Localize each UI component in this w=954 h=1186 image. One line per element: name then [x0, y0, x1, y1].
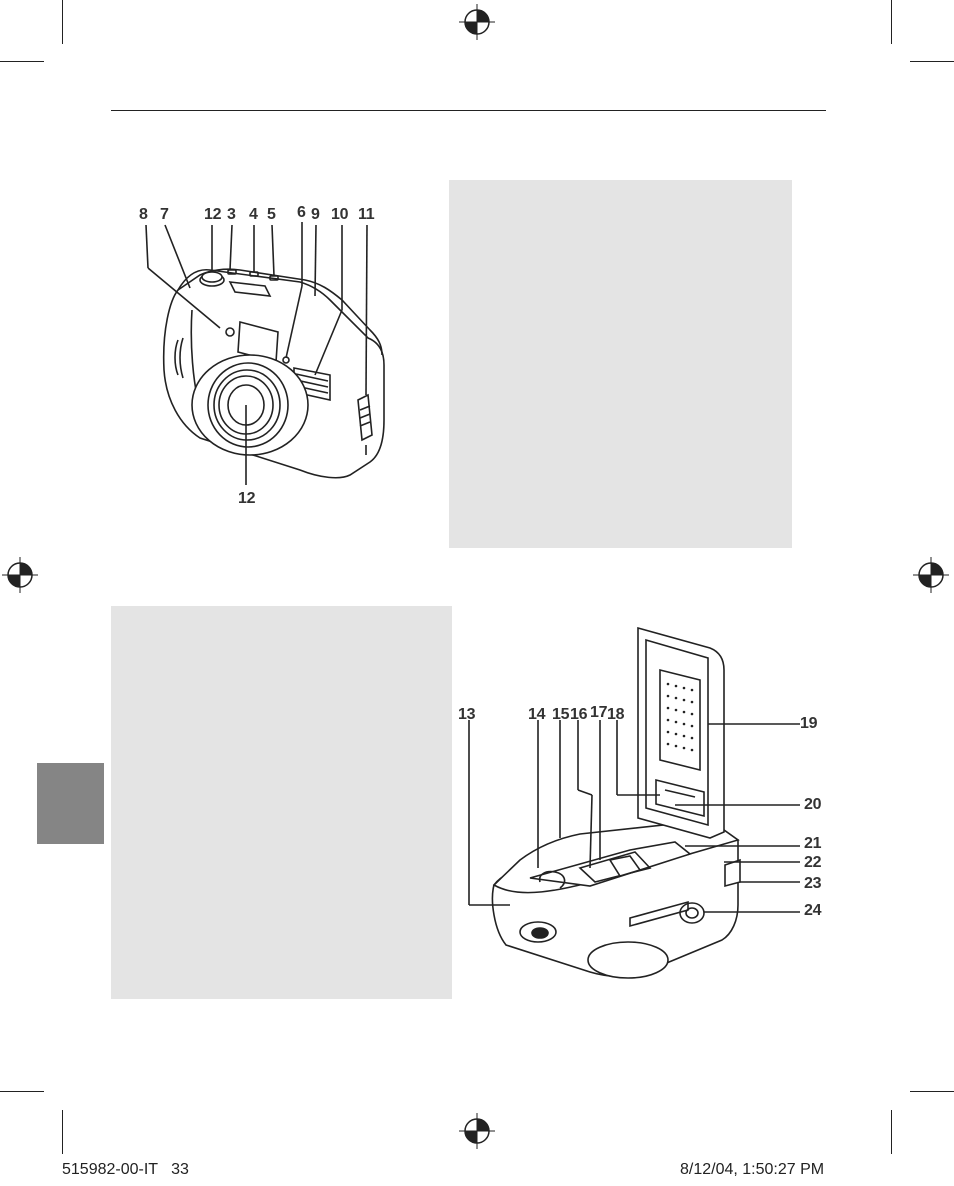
callout-label: 4: [249, 206, 258, 223]
callout-label: 20: [804, 796, 822, 813]
callout-label: 12: [204, 206, 222, 223]
callout-label: 8: [139, 206, 148, 223]
text-box-bottom-left: [111, 606, 452, 999]
callout-label: 19: [800, 715, 818, 732]
crop-mark: [891, 0, 892, 44]
crop-mark: [62, 1110, 63, 1154]
crop-mark: [62, 0, 63, 44]
callout-label: 24: [804, 902, 822, 919]
crop-mark: [0, 61, 44, 62]
callout-label: 17: [590, 704, 608, 721]
footer-file-info: 515982-00-IT 33: [62, 1161, 189, 1178]
camera-back-illustration: [468, 626, 800, 979]
text-box-top-right: [449, 180, 792, 548]
header-rule: [111, 110, 826, 111]
callout-label: 14: [528, 706, 546, 723]
callout-label: 22: [804, 854, 822, 871]
registration-mark-icon: [913, 557, 949, 593]
callout-label: 7: [160, 206, 169, 223]
registration-mark-icon: [459, 1113, 495, 1149]
callout-label: 13: [458, 706, 476, 723]
registration-mark-icon: [2, 557, 38, 593]
callout-label: 23: [804, 875, 822, 892]
camera-front-illustration: [145, 222, 385, 485]
crop-mark: [910, 1091, 954, 1092]
callout-label: 5: [267, 206, 276, 223]
footer-timestamp: 8/12/04, 1:50:27 PM: [680, 1161, 825, 1178]
callout-label: 12: [238, 490, 256, 507]
callout-label: 15: [552, 706, 570, 723]
callout-label: 11: [358, 206, 375, 223]
crop-mark: [891, 1110, 892, 1154]
callout-label: 18: [607, 706, 625, 723]
language-tab: [37, 763, 104, 844]
callout-label: 6: [297, 204, 306, 221]
registration-mark-icon: [459, 4, 495, 40]
crop-mark: [0, 1091, 44, 1092]
callout-label: 21: [804, 835, 822, 852]
callout-label: 3: [227, 206, 236, 223]
callout-label: 9: [311, 206, 320, 223]
callout-label: 10: [331, 206, 349, 223]
callout-label: 16: [570, 706, 588, 723]
crop-mark: [910, 61, 954, 62]
